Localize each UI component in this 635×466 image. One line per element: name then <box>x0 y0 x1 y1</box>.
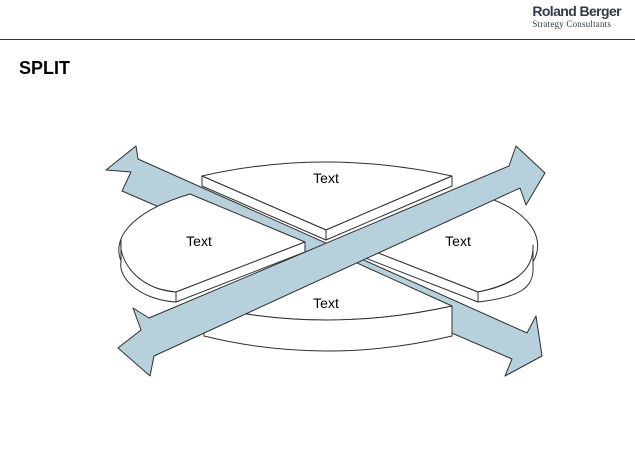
logo-subtitle: Strategy Consultants <box>532 19 612 29</box>
arrow-down-left-to-up-right <box>117 145 546 377</box>
segment-left <box>118 193 306 303</box>
segment-bottom-label: Text <box>313 295 339 311</box>
segment-right-label: Text <box>445 233 471 249</box>
header-divider <box>0 39 635 40</box>
segment-left-label: Text <box>186 233 212 249</box>
segment-top <box>201 161 453 241</box>
company-logo: Roland Berger Strategy Consultants <box>532 4 621 29</box>
segment-top-label: Text <box>313 170 339 186</box>
logo-name: Roland Berger <box>532 3 621 19</box>
page-title: SPLIT <box>19 58 71 78</box>
